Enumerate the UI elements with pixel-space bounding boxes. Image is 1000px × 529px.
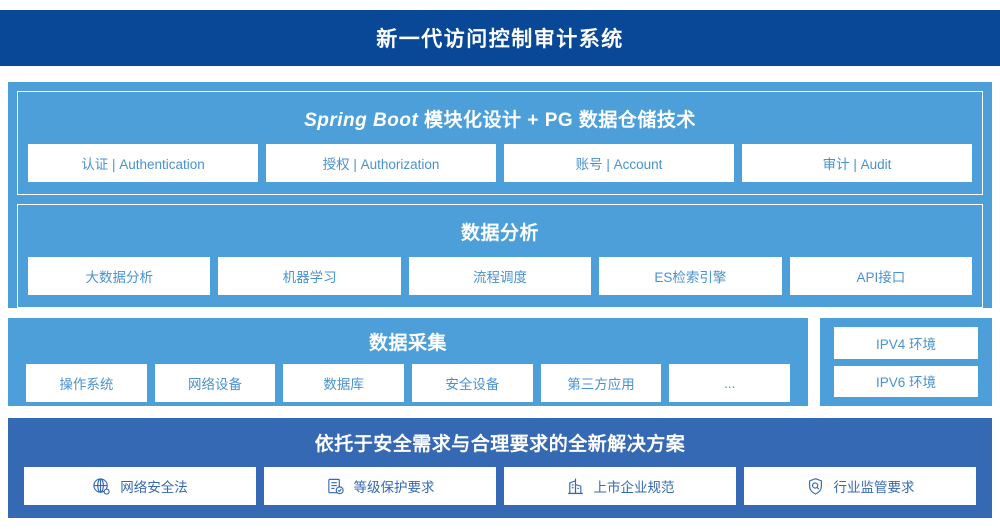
- solution-card-label: 行业监管要求: [833, 480, 915, 495]
- modules-card-row: 认证 | Authentication 授权 | Authorization 账…: [28, 144, 972, 182]
- solution-card-industry-regulation[interactable]: 行业监管要求: [744, 467, 976, 505]
- collection-card[interactable]: 网络设备: [154, 364, 276, 402]
- globe-icon: [92, 477, 111, 496]
- platform-section: Spring Boot 模块化设计 + PG 数据仓储技术 认证 | Authe…: [8, 82, 992, 308]
- collection-card[interactable]: 安全设备: [412, 364, 533, 402]
- module-card[interactable]: 授权 | Authorization: [266, 144, 496, 182]
- analysis-box: 数据分析 大数据分析 机器学习 流程调度 ES检索引擎 API接口: [17, 204, 983, 308]
- modules-box: Spring Boot 模块化设计 + PG 数据仓储技术 认证 | Authe…: [17, 91, 983, 195]
- analysis-card[interactable]: ES检索引擎: [599, 257, 782, 295]
- solution-card-label: 网络安全法: [120, 480, 188, 495]
- solution-card-grade-protection[interactable]: 等级保护要求: [264, 467, 496, 505]
- shield-search-icon: [806, 477, 825, 496]
- collection-card-more[interactable]: ...: [669, 364, 791, 402]
- collection-card-row: 操作系统 网络设备 数据库 安全设备 第三方应用 ...: [26, 364, 791, 402]
- collection-title: 数据采集: [368, 333, 447, 354]
- building-icon: [566, 477, 585, 496]
- analysis-card-row: 大数据分析 机器学习 流程调度 ES检索引擎 API接口: [28, 257, 973, 295]
- document-check-icon: [326, 477, 345, 496]
- modules-title-italic: Spring Boot: [304, 110, 419, 131]
- collection-main: 数据采集 操作系统 网络设备 数据库 安全设备 第三方应用 ...: [8, 318, 808, 406]
- environment-panel: IPV4 环境 IPV6 环境: [820, 318, 992, 406]
- collection-card[interactable]: 数据库: [283, 364, 405, 402]
- environment-card-ipv6[interactable]: IPV6 环境: [834, 365, 978, 397]
- page-title: 新一代访问控制审计系统: [376, 28, 624, 51]
- solution-section: 依托于安全需求与合理要求的全新解决方案 网络安全法: [8, 418, 992, 518]
- analysis-card[interactable]: 大数据分析: [28, 257, 211, 295]
- solution-card-network-security-law[interactable]: 网络安全法: [24, 467, 256, 505]
- collection-card[interactable]: 第三方应用: [540, 364, 662, 402]
- modules-title-rest: 模块化设计 + PG 数据仓储技术: [418, 110, 696, 131]
- solution-card-label: 等级保护要求: [353, 480, 435, 495]
- collection-section: 数据采集 操作系统 网络设备 数据库 安全设备 第三方应用 ... IPV4 环…: [8, 318, 992, 406]
- module-card[interactable]: 认证 | Authentication: [28, 144, 258, 182]
- module-card[interactable]: 账号 | Account: [504, 144, 734, 182]
- page-header: 新一代访问控制审计系统: [0, 10, 1000, 66]
- analysis-card[interactable]: 机器学习: [218, 257, 401, 295]
- analysis-title: 数据分析: [460, 223, 539, 244]
- collection-card[interactable]: 操作系统: [26, 364, 147, 402]
- module-card[interactable]: 审计 | Audit: [742, 144, 972, 182]
- modules-title: Spring Boot 模块化设计 + PG 数据仓储技术: [28, 101, 972, 144]
- solution-card-row: 网络安全法 等级保护要求: [24, 467, 976, 505]
- solution-card-listed-company[interactable]: 上市企业规范: [504, 467, 736, 505]
- analysis-card[interactable]: 流程调度: [408, 257, 592, 295]
- solution-title: 依托于安全需求与合理要求的全新解决方案: [314, 434, 686, 455]
- analysis-card[interactable]: API接口: [789, 257, 973, 295]
- solution-card-label: 上市企业规范: [593, 480, 675, 495]
- environment-card-ipv4[interactable]: IPV4 环境: [834, 327, 978, 359]
